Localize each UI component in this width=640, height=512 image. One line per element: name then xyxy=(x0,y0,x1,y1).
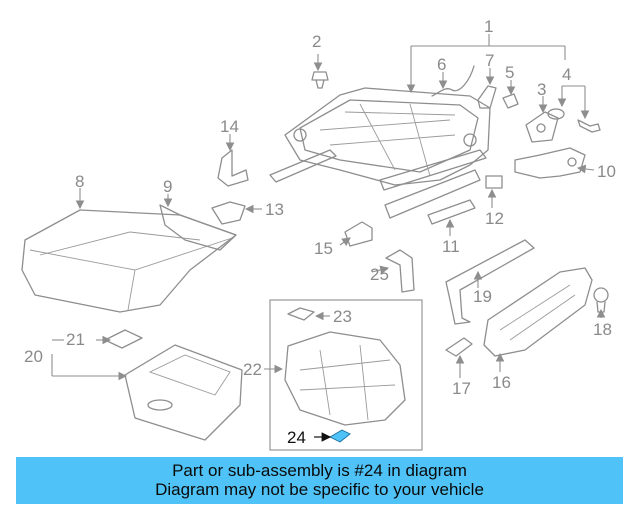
callout-4: 4 xyxy=(562,65,571,84)
callout-3: 3 xyxy=(537,80,546,99)
callout-9: 9 xyxy=(163,177,172,196)
part-23-screw xyxy=(287,307,315,321)
part-15-bracket xyxy=(344,221,373,247)
callout-23: 23 xyxy=(333,307,352,326)
part-20-tray xyxy=(124,344,243,441)
callout-6: 6 xyxy=(437,55,446,74)
part-13-clip xyxy=(211,201,246,225)
callout-2: 2 xyxy=(312,32,321,51)
callout-8: 8 xyxy=(75,172,84,191)
callout-14: 14 xyxy=(220,117,239,136)
callout-10: 10 xyxy=(597,162,616,181)
parts-diagram: 1 2 3 4 5 6 7 8 9 10 11 12 13 14 15 16 1… xyxy=(21,17,616,451)
callout-20: 20 xyxy=(24,347,43,366)
part-2-bolt xyxy=(311,71,329,89)
part-12-pad xyxy=(485,175,503,189)
part-21-pad xyxy=(104,329,143,349)
callout-18: 18 xyxy=(593,320,612,339)
callout-11: 11 xyxy=(442,237,460,256)
callout-5: 5 xyxy=(505,63,514,82)
part-7-cover xyxy=(477,85,497,109)
banner-line-part: Part or sub-assembly is #24 in diagram xyxy=(172,461,467,480)
part-9-cover-strip xyxy=(159,204,237,251)
callout-13: 13 xyxy=(265,200,284,219)
callout-7: 7 xyxy=(485,51,494,70)
part-24-highlighted xyxy=(329,429,351,443)
part-4-fasteners xyxy=(547,108,601,133)
part-17-clip xyxy=(445,337,473,357)
part-19-trim xyxy=(445,239,535,325)
part-8-cushion xyxy=(21,209,237,313)
callout-21: 21 xyxy=(66,330,85,349)
part-10-bracket xyxy=(514,147,586,179)
callout-16: 16 xyxy=(492,373,511,392)
callout-19: 19 xyxy=(473,287,492,306)
callout-12: 12 xyxy=(485,209,504,228)
info-banner: Part or sub-assembly is #24 in diagram D… xyxy=(16,457,623,504)
leader-lines xyxy=(51,34,606,442)
part-5-clip xyxy=(502,93,519,109)
callout-17: 17 xyxy=(452,379,471,398)
part-14-bracket xyxy=(217,149,249,187)
callout-labels: 1 2 3 4 5 6 7 8 9 10 11 12 13 14 15 16 1… xyxy=(24,17,616,447)
part-22-frame-box xyxy=(269,299,423,451)
callout-24: 24 xyxy=(287,428,306,447)
callout-1: 1 xyxy=(484,17,493,36)
part-11-trim xyxy=(427,199,476,225)
part-6-cable xyxy=(431,65,475,97)
part-18-knob xyxy=(593,287,609,313)
seat-frame-assembly xyxy=(269,87,491,219)
part-25-bracket xyxy=(385,249,415,293)
part-3-bracket xyxy=(525,111,559,143)
banner-line-disclaimer: Diagram may not be specific to your vehi… xyxy=(155,480,484,499)
callout-22: 22 xyxy=(243,360,262,379)
callout-25: 25 xyxy=(370,265,389,284)
callout-15: 15 xyxy=(314,239,333,258)
part-16-side-shield xyxy=(483,267,593,357)
